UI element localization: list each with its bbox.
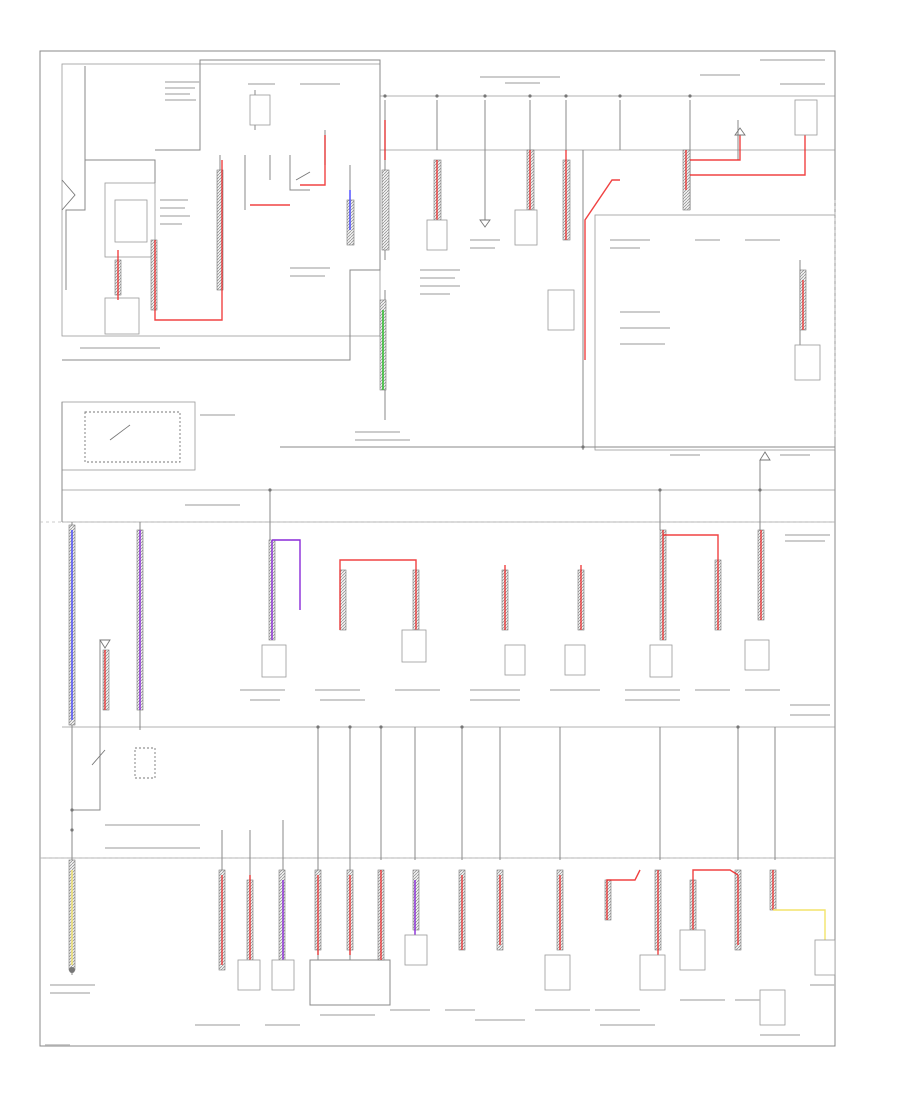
components: [114, 94, 836, 1026]
component-box: [426, 219, 448, 251]
red-wires: [104, 120, 806, 965]
connector-dots: [69, 94, 762, 973]
diagram-frame: [39, 50, 836, 1047]
dashed-section-lines: [40, 200, 836, 859]
harness-segments: [68, 149, 807, 971]
ground-symbols: [99, 127, 771, 649]
relay-symbols: [61, 171, 311, 779]
grey-wires: [61, 59, 835, 1006]
label-marks: [45, 59, 835, 1046]
colored-wires: [71, 190, 826, 970]
